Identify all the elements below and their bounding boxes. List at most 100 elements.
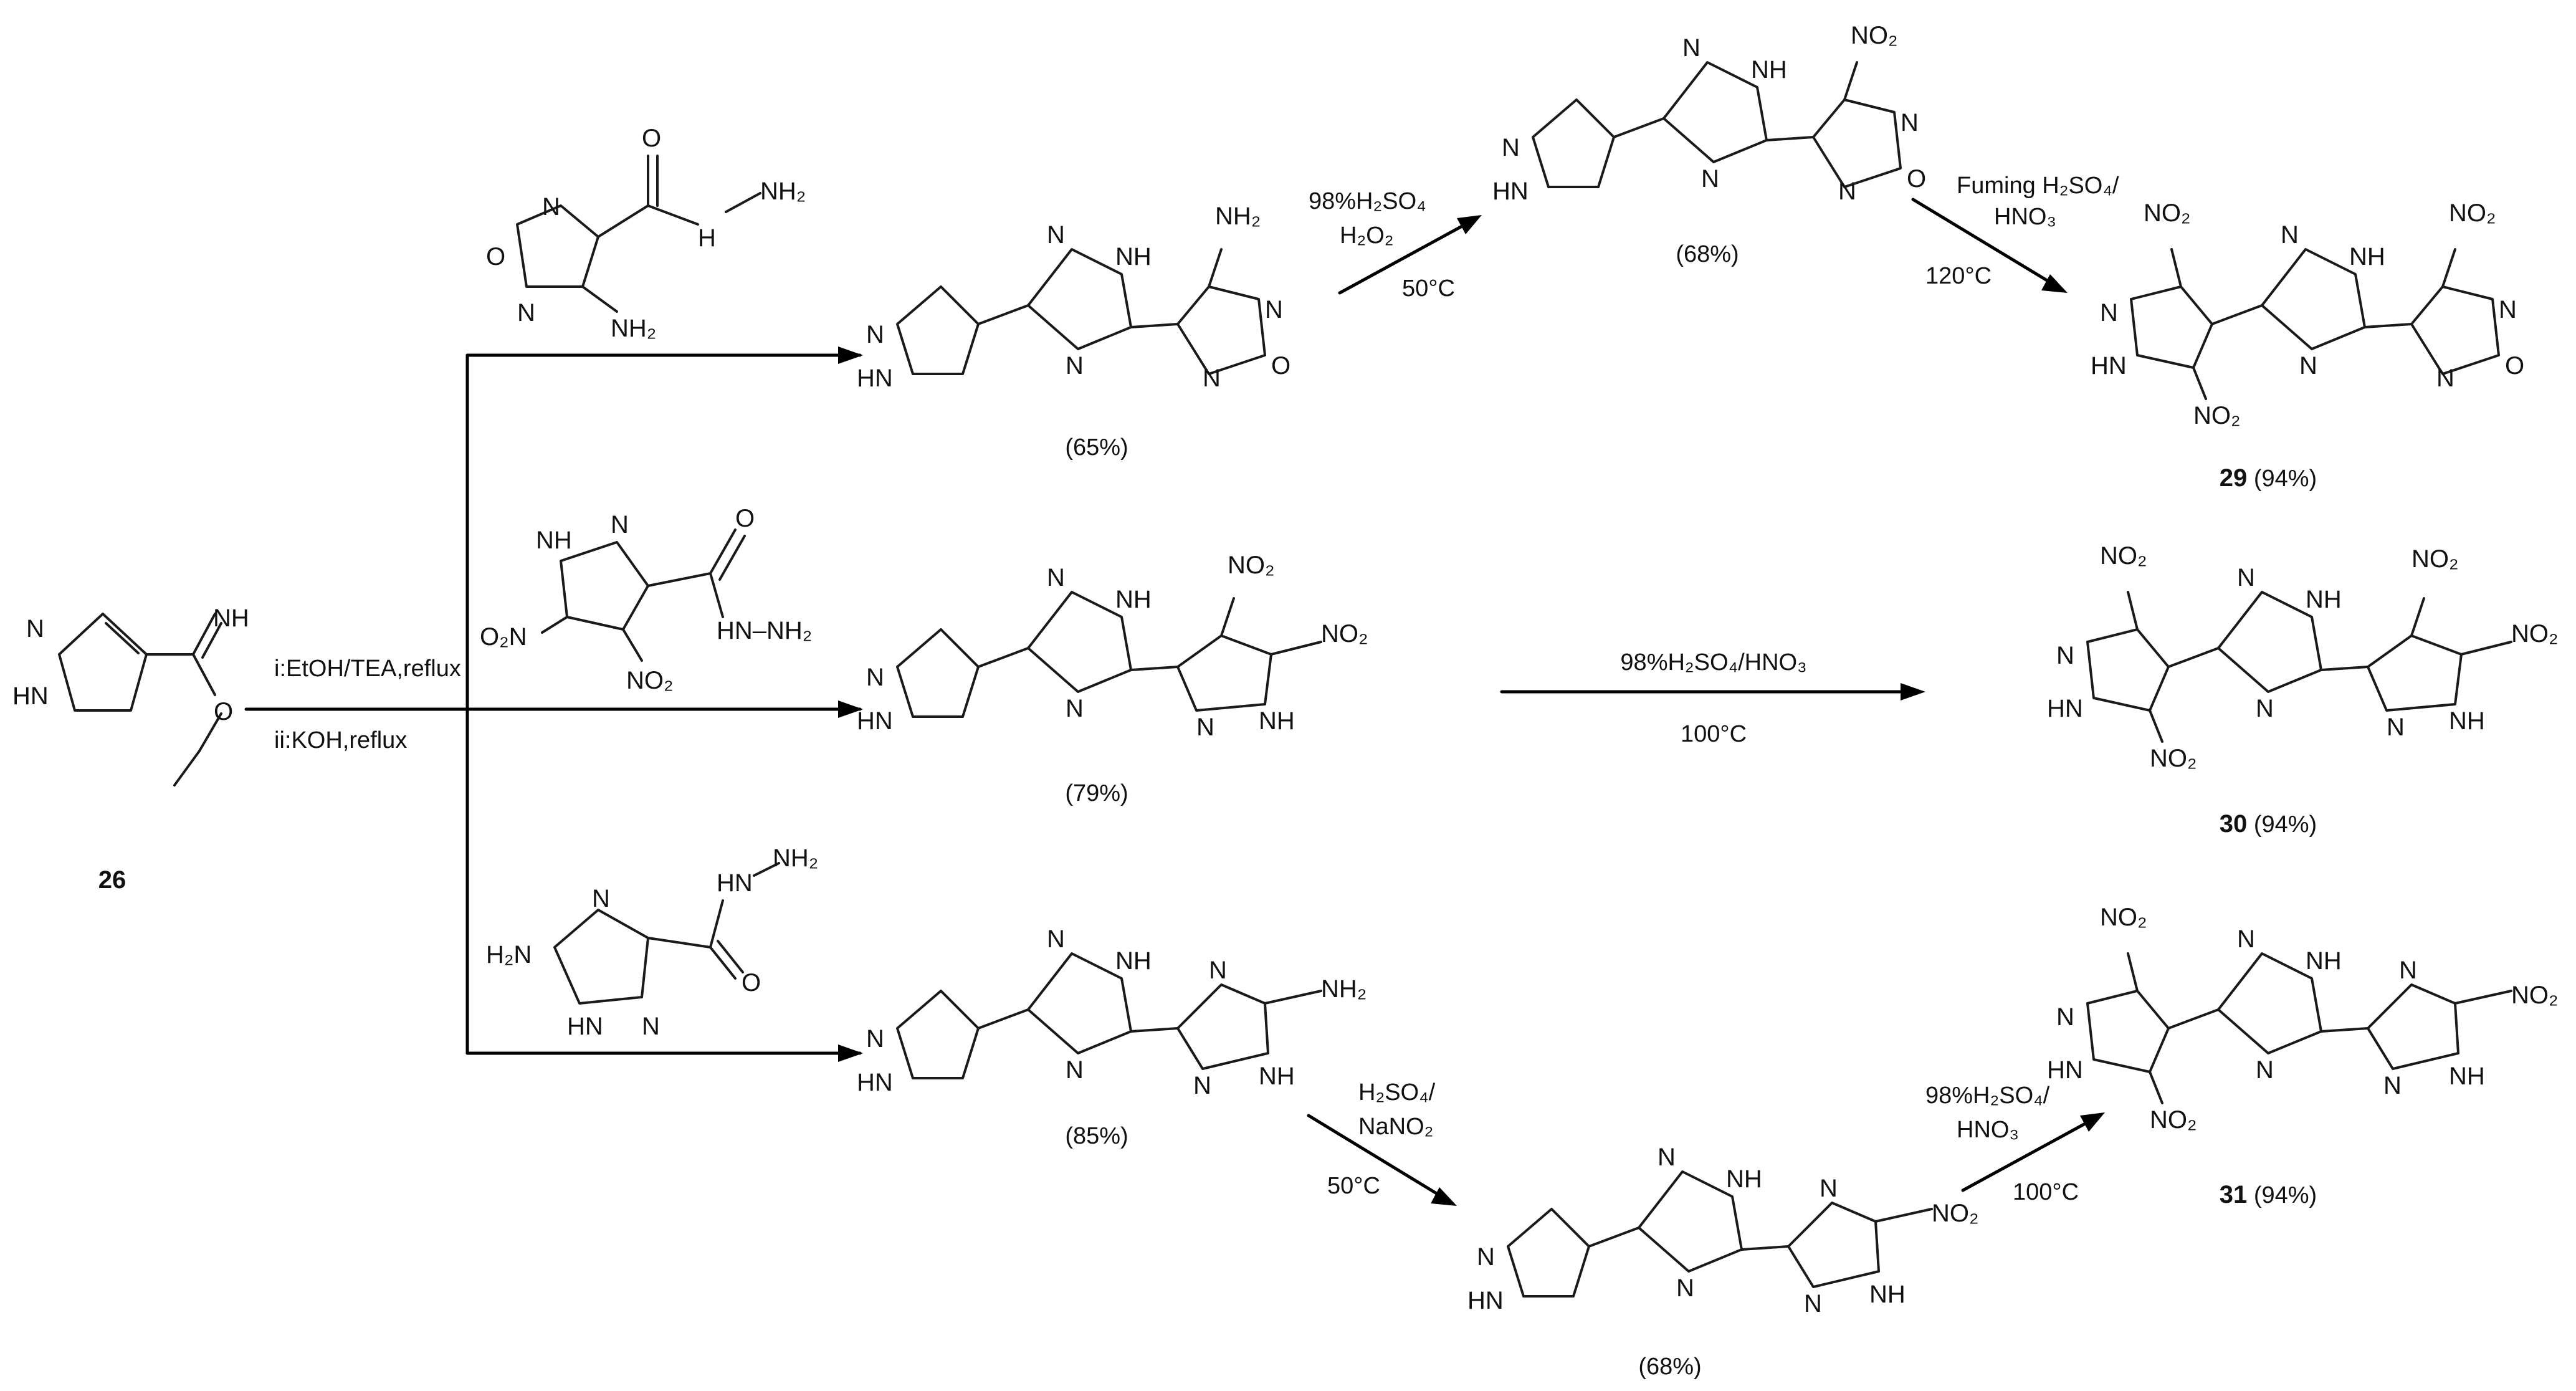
svg-text:NO₂: NO₂	[2511, 982, 2559, 1009]
atom-n: N	[592, 885, 610, 912]
cond-diazo-2: NaNO₂	[1358, 1114, 1433, 1140]
svg-text:N: N	[2256, 695, 2274, 722]
svg-text:N: N	[1265, 296, 1283, 323]
nh2-group: NH₂	[611, 315, 656, 342]
svg-text:HN: HN	[857, 365, 893, 392]
arrow-oxidation	[1338, 216, 1479, 295]
intermediate-pyrazole: N HN N NH N NO₂ NO₂ N NH	[857, 552, 1368, 741]
h2n-group: H₂N	[486, 941, 532, 968]
product-29-structure: NO₂ N HN NO₂ N NH N NO₂ N O N	[2091, 199, 2524, 429]
cond-29-temp: 120°C	[1925, 263, 1992, 289]
atom-o: O	[214, 698, 233, 725]
svg-text:HN: HN	[1467, 1287, 1504, 1314]
svg-text:NO₂: NO₂	[2150, 1106, 2197, 1134]
svg-text:N: N	[2237, 564, 2255, 591]
arrowhead	[838, 700, 863, 718]
atom-o: O	[742, 969, 761, 997]
no2-group: NO₂	[626, 667, 674, 694]
yield-nitro-furazan: (68%)	[1676, 241, 1739, 267]
svg-text:NO₂: NO₂	[2100, 542, 2147, 570]
yield-nitro-triazole: (68%)	[1638, 1354, 1701, 1380]
product-31-label: 31 (94%)	[2220, 1181, 2317, 1208]
svg-text:N: N	[866, 1025, 884, 1053]
svg-text:O: O	[1907, 165, 1926, 193]
product-30-label: 30 (94%)	[2220, 810, 2317, 838]
arrowhead	[2041, 274, 2068, 293]
hydrazine-group: HN–NH₂	[717, 617, 812, 644]
svg-text:N: N	[2256, 1056, 2274, 1084]
compound-26-label: 26	[98, 866, 126, 894]
atom-o: O	[735, 505, 755, 532]
atom-n: N	[542, 193, 560, 221]
atom-h: H	[698, 224, 716, 252]
cond-oxidation-2: H₂O₂	[1340, 222, 1394, 249]
intermediate-nitro-triazole: N HN N NH N N NO₂ N NH	[1467, 1144, 1979, 1317]
intermediate-furazan: N HN N NH N NH₂ N O N	[857, 203, 1290, 392]
svg-text:N: N	[2056, 642, 2074, 669]
svg-text:NH₂: NH₂	[1215, 203, 1261, 230]
svg-text:N: N	[1047, 564, 1065, 591]
yield-furazan: (65%)	[1065, 434, 1128, 461]
arrowhead	[1901, 683, 1925, 700]
arrow-diazotization	[1307, 1114, 1454, 1205]
atom-n: N	[611, 511, 629, 538]
svg-text:HN: HN	[2091, 352, 2127, 380]
svg-text:N: N	[2499, 296, 2517, 323]
svg-text:N: N	[2100, 299, 2118, 327]
atom-o: O	[486, 243, 505, 270]
svg-text:N: N	[1196, 714, 1214, 741]
svg-text:NH: NH	[2449, 707, 2485, 735]
svg-text:NO₂: NO₂	[2411, 545, 2459, 573]
atom-n: N	[642, 1013, 660, 1040]
product-31-structure: NO₂ N HN NO₂ N NH N N NO₂ N NH	[2047, 904, 2559, 1134]
svg-text:NO₂: NO₂	[2193, 402, 2241, 429]
nh-group: HN	[717, 869, 753, 897]
svg-text:N: N	[866, 664, 884, 691]
svg-text:NO₂: NO₂	[1932, 1200, 1979, 1227]
svg-text:NH: NH	[2349, 243, 2385, 270]
svg-text:N: N	[1477, 1243, 1495, 1271]
reagent-step1-top: i:EtOH/TEA,reflux	[274, 656, 461, 682]
svg-text:NH₂: NH₂	[1321, 975, 1367, 1003]
svg-text:N: N	[2383, 1072, 2402, 1099]
atom-o: O	[642, 125, 661, 152]
svg-text:NH: NH	[2306, 947, 2342, 975]
reagent-triazole-hydrazide: NH₂ HN O H₂N N HN N	[486, 844, 818, 1040]
svg-text:N: N	[2399, 957, 2417, 984]
arrowhead	[838, 347, 863, 364]
arrowhead	[1431, 1187, 1457, 1206]
cond-diazo-temp: 50°C	[1327, 1173, 1380, 1199]
svg-text:NH: NH	[2306, 586, 2342, 613]
svg-text:O: O	[2505, 352, 2524, 380]
product-29-label: 29 (94%)	[2220, 464, 2317, 492]
svg-text:NH: NH	[1869, 1281, 1906, 1308]
svg-text:NO₂: NO₂	[2511, 620, 2559, 648]
svg-text:N: N	[1701, 165, 1719, 193]
atom-n: N	[26, 615, 44, 643]
svg-text:N: N	[2299, 352, 2317, 380]
atom-n: N	[517, 299, 535, 327]
cond-diazo-1: H₂SO₄/	[1358, 1079, 1436, 1106]
compound-26-structure: N HN NH O	[12, 605, 249, 786]
svg-text:NH: NH	[1726, 1165, 1762, 1193]
svg-text:NH: NH	[1751, 56, 1787, 84]
svg-text:N: N	[1209, 957, 1227, 984]
svg-text:NH: NH	[1259, 707, 1295, 735]
svg-text:O: O	[1271, 352, 1290, 380]
svg-text:NH: NH	[2449, 1063, 2485, 1090]
o2n-group: O₂N	[480, 623, 527, 651]
svg-text:N: N	[2436, 365, 2454, 392]
svg-text:HN: HN	[1492, 178, 1529, 205]
svg-text:N: N	[1193, 1072, 1211, 1099]
cond-31-temp: 100°C	[2013, 1179, 2079, 1205]
svg-text:NH: NH	[1115, 947, 1152, 975]
svg-text:N: N	[1502, 134, 1520, 161]
svg-text:N: N	[1682, 34, 1701, 62]
svg-text:N: N	[2056, 1003, 2074, 1031]
nh2-group: NH₂	[760, 178, 806, 205]
svg-text:NH: NH	[1115, 243, 1152, 270]
cond-oxidation-temp: 50°C	[1402, 275, 1455, 302]
svg-text:N: N	[1203, 365, 1221, 392]
reagent-furazan-hydrazide: O H NH₂ N O N NH₂	[486, 125, 806, 342]
